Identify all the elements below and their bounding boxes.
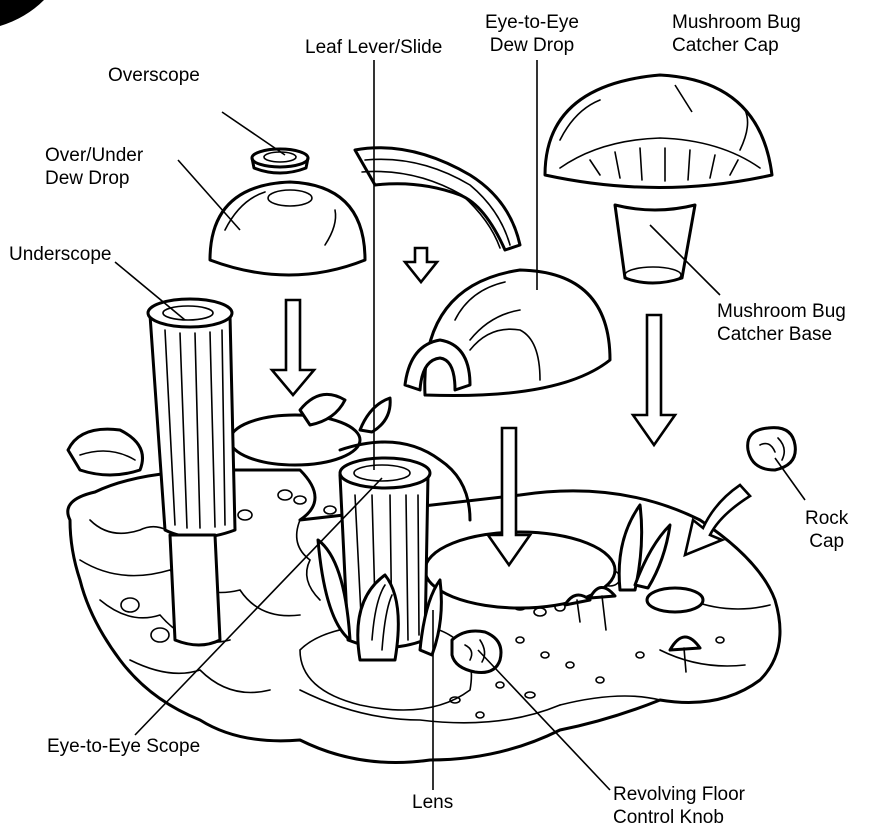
label-overscope: Overscope bbox=[108, 64, 200, 87]
label-leaf-lever: Leaf Lever/Slide bbox=[305, 36, 442, 59]
assembly-arrow-right bbox=[633, 315, 675, 445]
label-over-under-line2: Dew Drop bbox=[45, 167, 143, 190]
label-rock-cap: Rock Cap bbox=[805, 507, 848, 553]
label-revolving-knob-line2: Control Knob bbox=[613, 806, 745, 829]
label-underscope: Underscope bbox=[9, 243, 111, 266]
leaf-lever-part bbox=[355, 148, 520, 250]
label-eye-dew-drop-line2: Dew Drop bbox=[485, 34, 579, 57]
eye-dew-drop-part bbox=[405, 270, 610, 396]
rock-cap-part bbox=[748, 428, 796, 470]
label-over-under-dew-drop: Over/Under Dew Drop bbox=[45, 144, 143, 190]
label-mushroom-cap-line1: Mushroom Bug bbox=[672, 11, 801, 34]
mushroom-base-part bbox=[615, 205, 695, 283]
label-revolving-knob-line1: Revolving Floor bbox=[613, 783, 745, 806]
assembly-arrow-small bbox=[405, 248, 437, 282]
over-under-dew-drop-part bbox=[210, 182, 365, 275]
label-revolving-knob: Revolving Floor Control Knob bbox=[613, 783, 745, 829]
overscope-part bbox=[252, 149, 308, 173]
label-rock-cap-line2: Cap bbox=[805, 530, 848, 553]
label-lens: Lens bbox=[412, 791, 453, 814]
label-over-under-line1: Over/Under bbox=[45, 144, 143, 167]
corner-fragment bbox=[0, 0, 44, 26]
mushroom-cap-part bbox=[545, 75, 772, 188]
label-mushroom-base: Mushroom Bug Catcher Base bbox=[717, 300, 846, 346]
label-eye-scope: Eye-to-Eye Scope bbox=[47, 735, 200, 758]
label-eye-dew-drop-line1: Eye-to-Eye bbox=[485, 11, 579, 34]
label-mushroom-cap: Mushroom Bug Catcher Cap bbox=[672, 11, 801, 57]
label-eye-dew-drop: Eye-to-Eye Dew Drop bbox=[485, 11, 579, 57]
label-mushroom-base-line2: Catcher Base bbox=[717, 323, 846, 346]
label-rock-cap-line1: Rock bbox=[805, 507, 848, 530]
label-mushroom-cap-line2: Catcher Cap bbox=[672, 34, 801, 57]
assembly-arrow-left bbox=[272, 300, 314, 395]
label-mushroom-base-line1: Mushroom Bug bbox=[717, 300, 846, 323]
